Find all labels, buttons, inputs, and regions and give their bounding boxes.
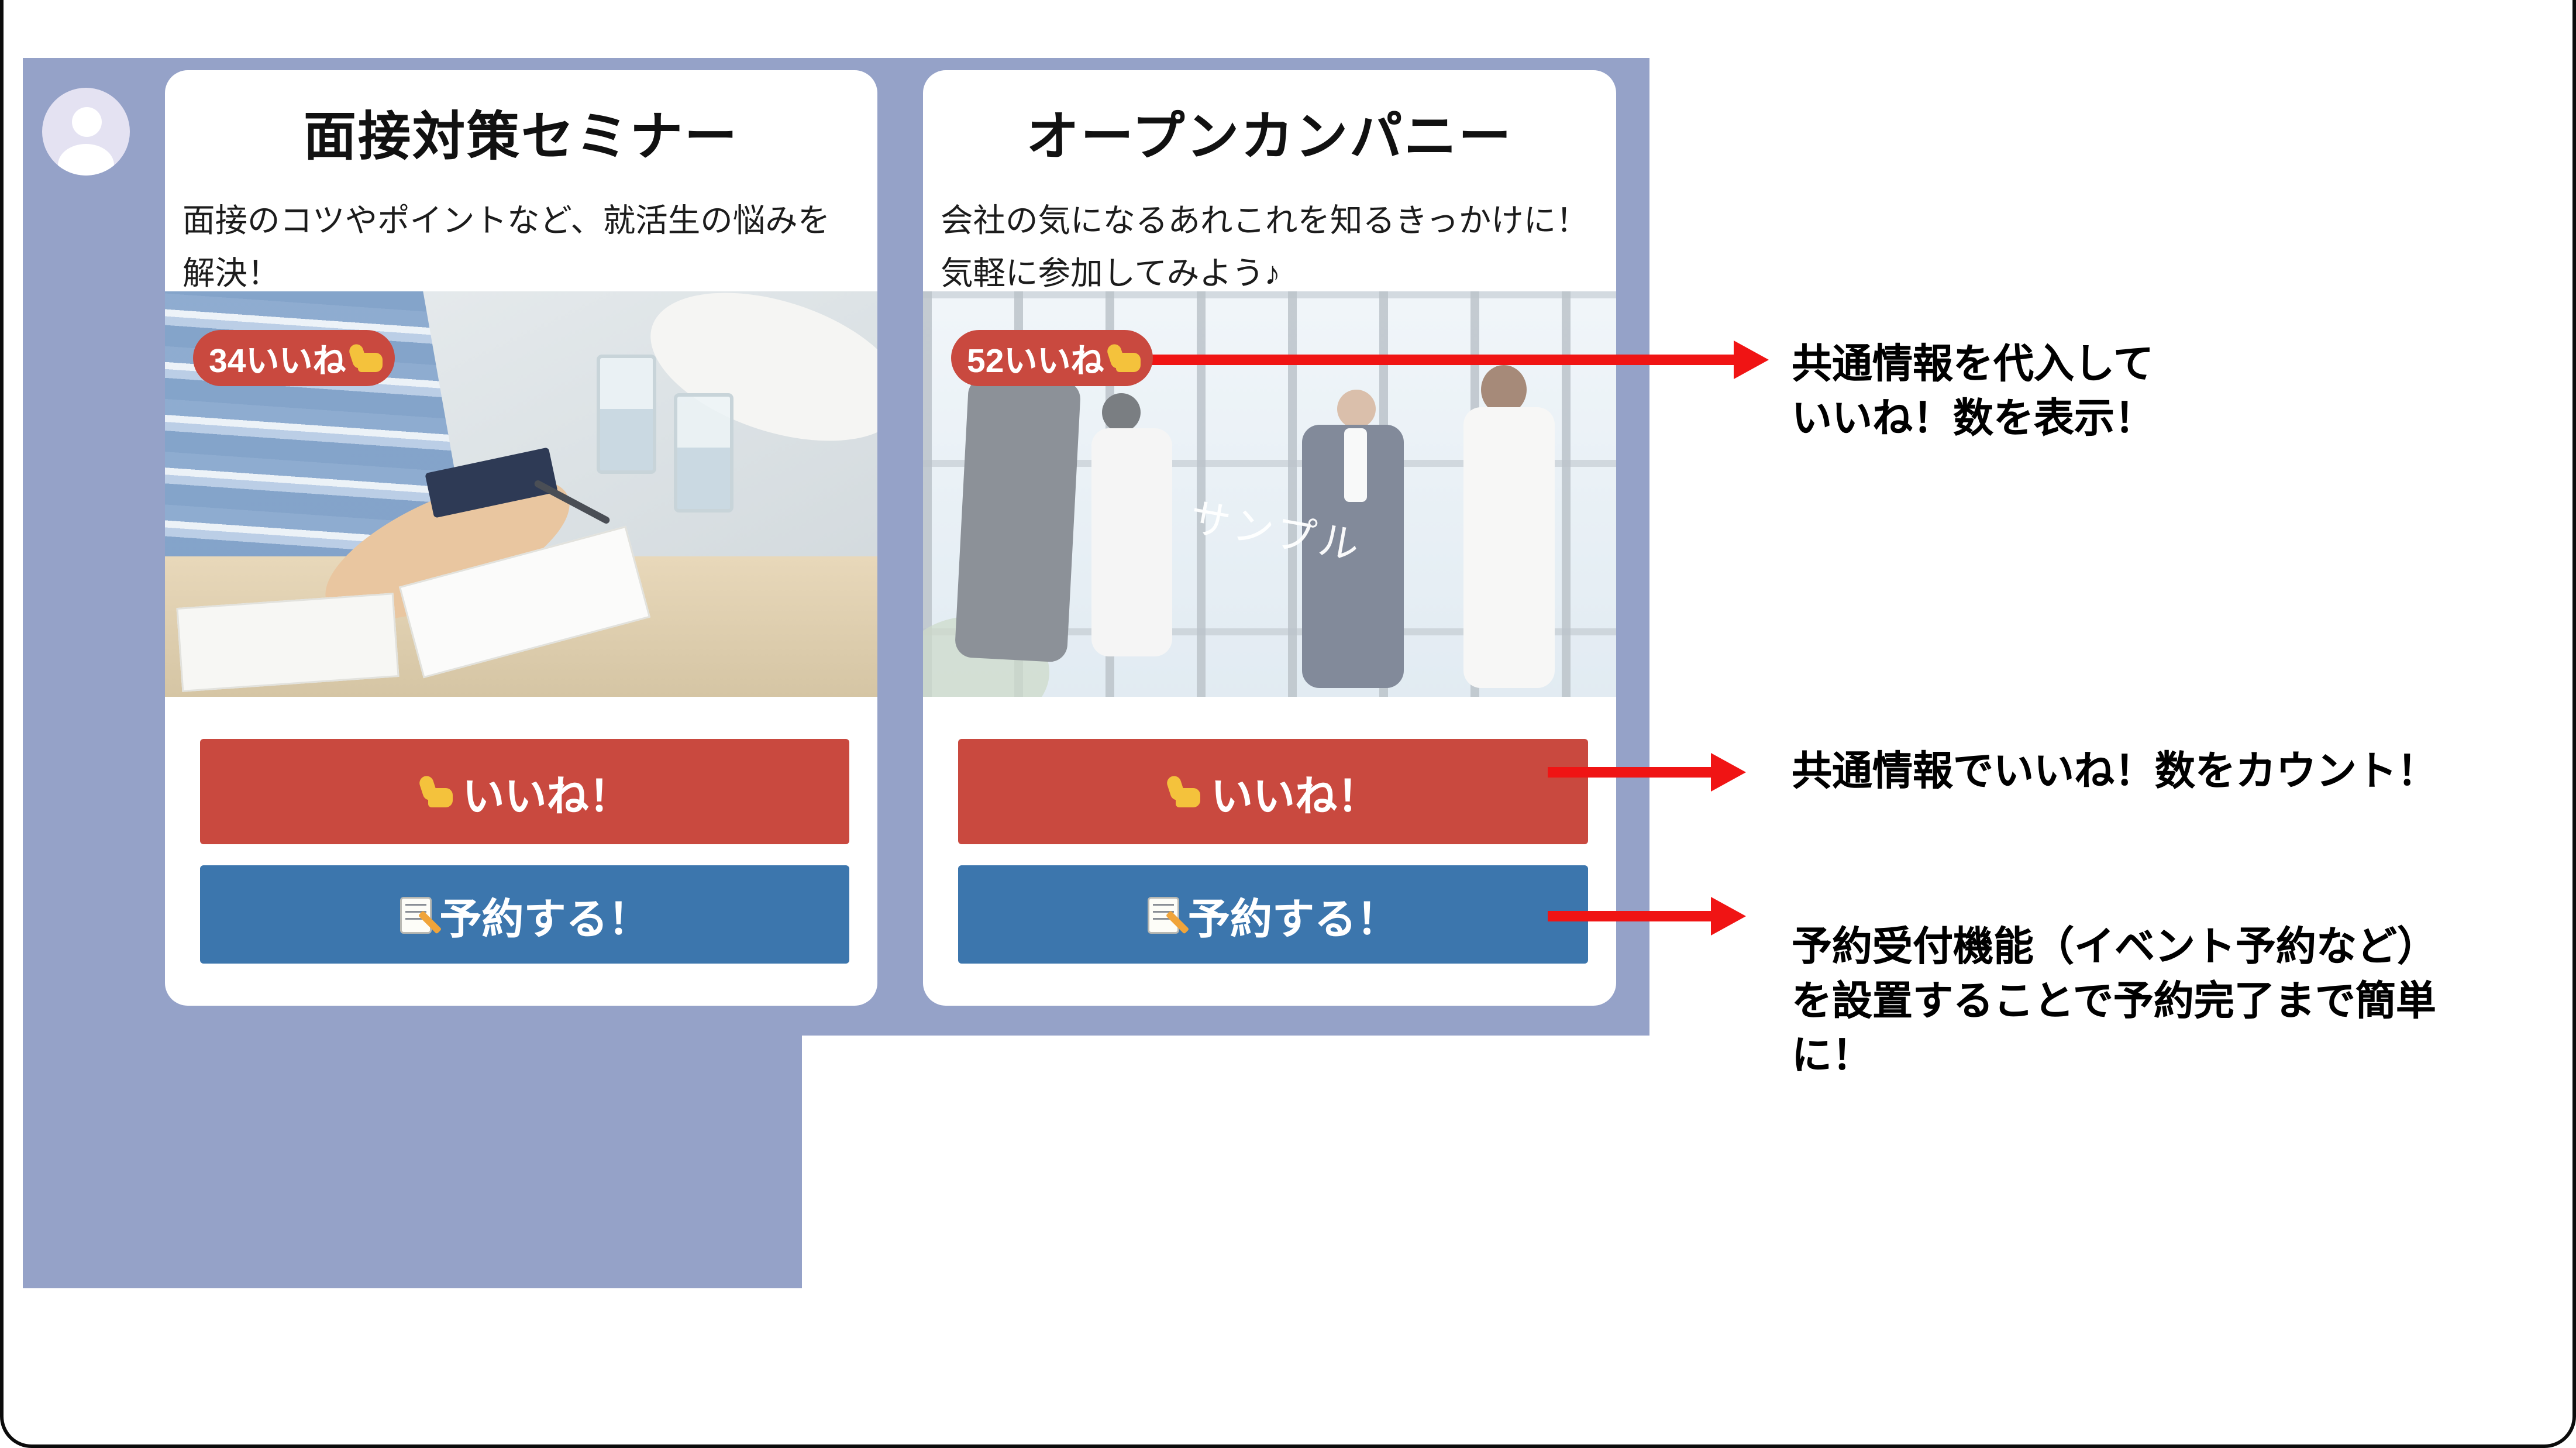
arrow-head-icon [1734,340,1769,379]
card-title: オープンカンパニー [1026,109,1513,167]
photo-person-head [1481,365,1527,414]
thumbs-up-icon [419,776,454,807]
memo-icon [1148,896,1179,933]
card-description-line: 解決！ [182,254,280,291]
annotation-like-button: 共通情報でいいね！数をカウント！ [1792,744,2437,799]
photo-person-head [1337,390,1376,428]
office-photo: サンプル 52いいね [923,291,1616,697]
reserve-button-label: 予約する！ [1188,896,1399,944]
annotation-line: 共通情報でいいね！数をカウント！ [1792,748,2437,793]
arrow-head-icon [1711,897,1746,935]
seminar-photo: 34いいね [165,291,877,697]
annotation-reserve-function: 予約受付機能（イベント予約など） を設置することで予約完了まで簡単 に！ [1792,920,2437,1083]
photo-water-glass [674,393,733,513]
memo-icon [399,896,431,933]
photo-person-white-top [1091,428,1172,656]
photo-water-glass [597,355,656,474]
card-description: 会社の気になるあれこれを知るきっかけに！ 気軽に参加してみよう♪ [941,195,1602,300]
annotation-like-count: 共通情報を代入して いいね！数を表示！ [1792,337,2155,446]
person-icon [72,107,102,137]
arrow-shaft [1149,355,1735,365]
reserve-button-label: 予約する！ [439,896,650,944]
card-open-company: オープンカンパニー 会社の気になるあれこれを知るきっかけに！ 気軽に参加してみよ… [923,70,1616,1006]
person-icon-body [58,144,114,176]
like-button[interactable]: いいね！ [200,739,849,844]
reserve-button[interactable]: 予約する！ [200,865,849,964]
like-count-badge: 34いいね [193,330,395,386]
card-description-line: 面接のコツやポイントなど、就活生の悩みを [182,202,831,239]
thumbs-up-icon [1107,344,1141,372]
photo-paper [176,593,400,692]
thumbs-up-icon [1167,776,1202,807]
like-button[interactable]: いいね！ [958,739,1588,844]
avatar [42,88,130,176]
thumbs-up-icon [349,344,383,372]
annotation-line: いいね！数を表示！ [1792,395,2155,441]
like-count-text: 34いいね [209,343,346,380]
photo-white-sleeve [632,291,877,470]
photo-person-white-blouse [1463,407,1555,688]
chat-panel-extension [23,1036,802,1288]
arrow-shaft [1548,767,1713,778]
like-count-text: 52いいね [967,343,1104,380]
arrow-shaft [1548,911,1713,921]
reserve-button[interactable]: 予約する！ [958,865,1588,964]
card-description: 面接のコツやポイントなど、就活生の悩みを 解決！ [182,195,863,300]
arrow-head-icon [1711,753,1746,792]
annotation-line: を設置することで予約完了まで簡単 [1792,978,2436,1023]
like-button-label: いいね！ [1211,773,1379,821]
card-description-line: 気軽に参加してみよう♪ [941,254,1281,291]
like-button-label: いいね！ [462,773,631,821]
card-interview-seminar: 面接対策セミナー 面接のコツやポイントなど、就活生の悩みを 解決！ 34いいね … [165,70,877,1006]
annotation-line: に！ [1792,1032,1872,1078]
photo-person-head [1102,393,1141,432]
photo-person-shirt [1344,428,1367,502]
like-count-badge: 52いいね [951,330,1153,386]
annotation-line: 共通情報を代入して [1792,340,2154,386]
card-description-line: 会社の気になるあれこれを知るきっかけに！ [941,202,1589,239]
card-title: 面接対策セミナー [304,109,739,167]
annotation-line: 予約受付機能（イベント予約など） [1792,923,2437,969]
